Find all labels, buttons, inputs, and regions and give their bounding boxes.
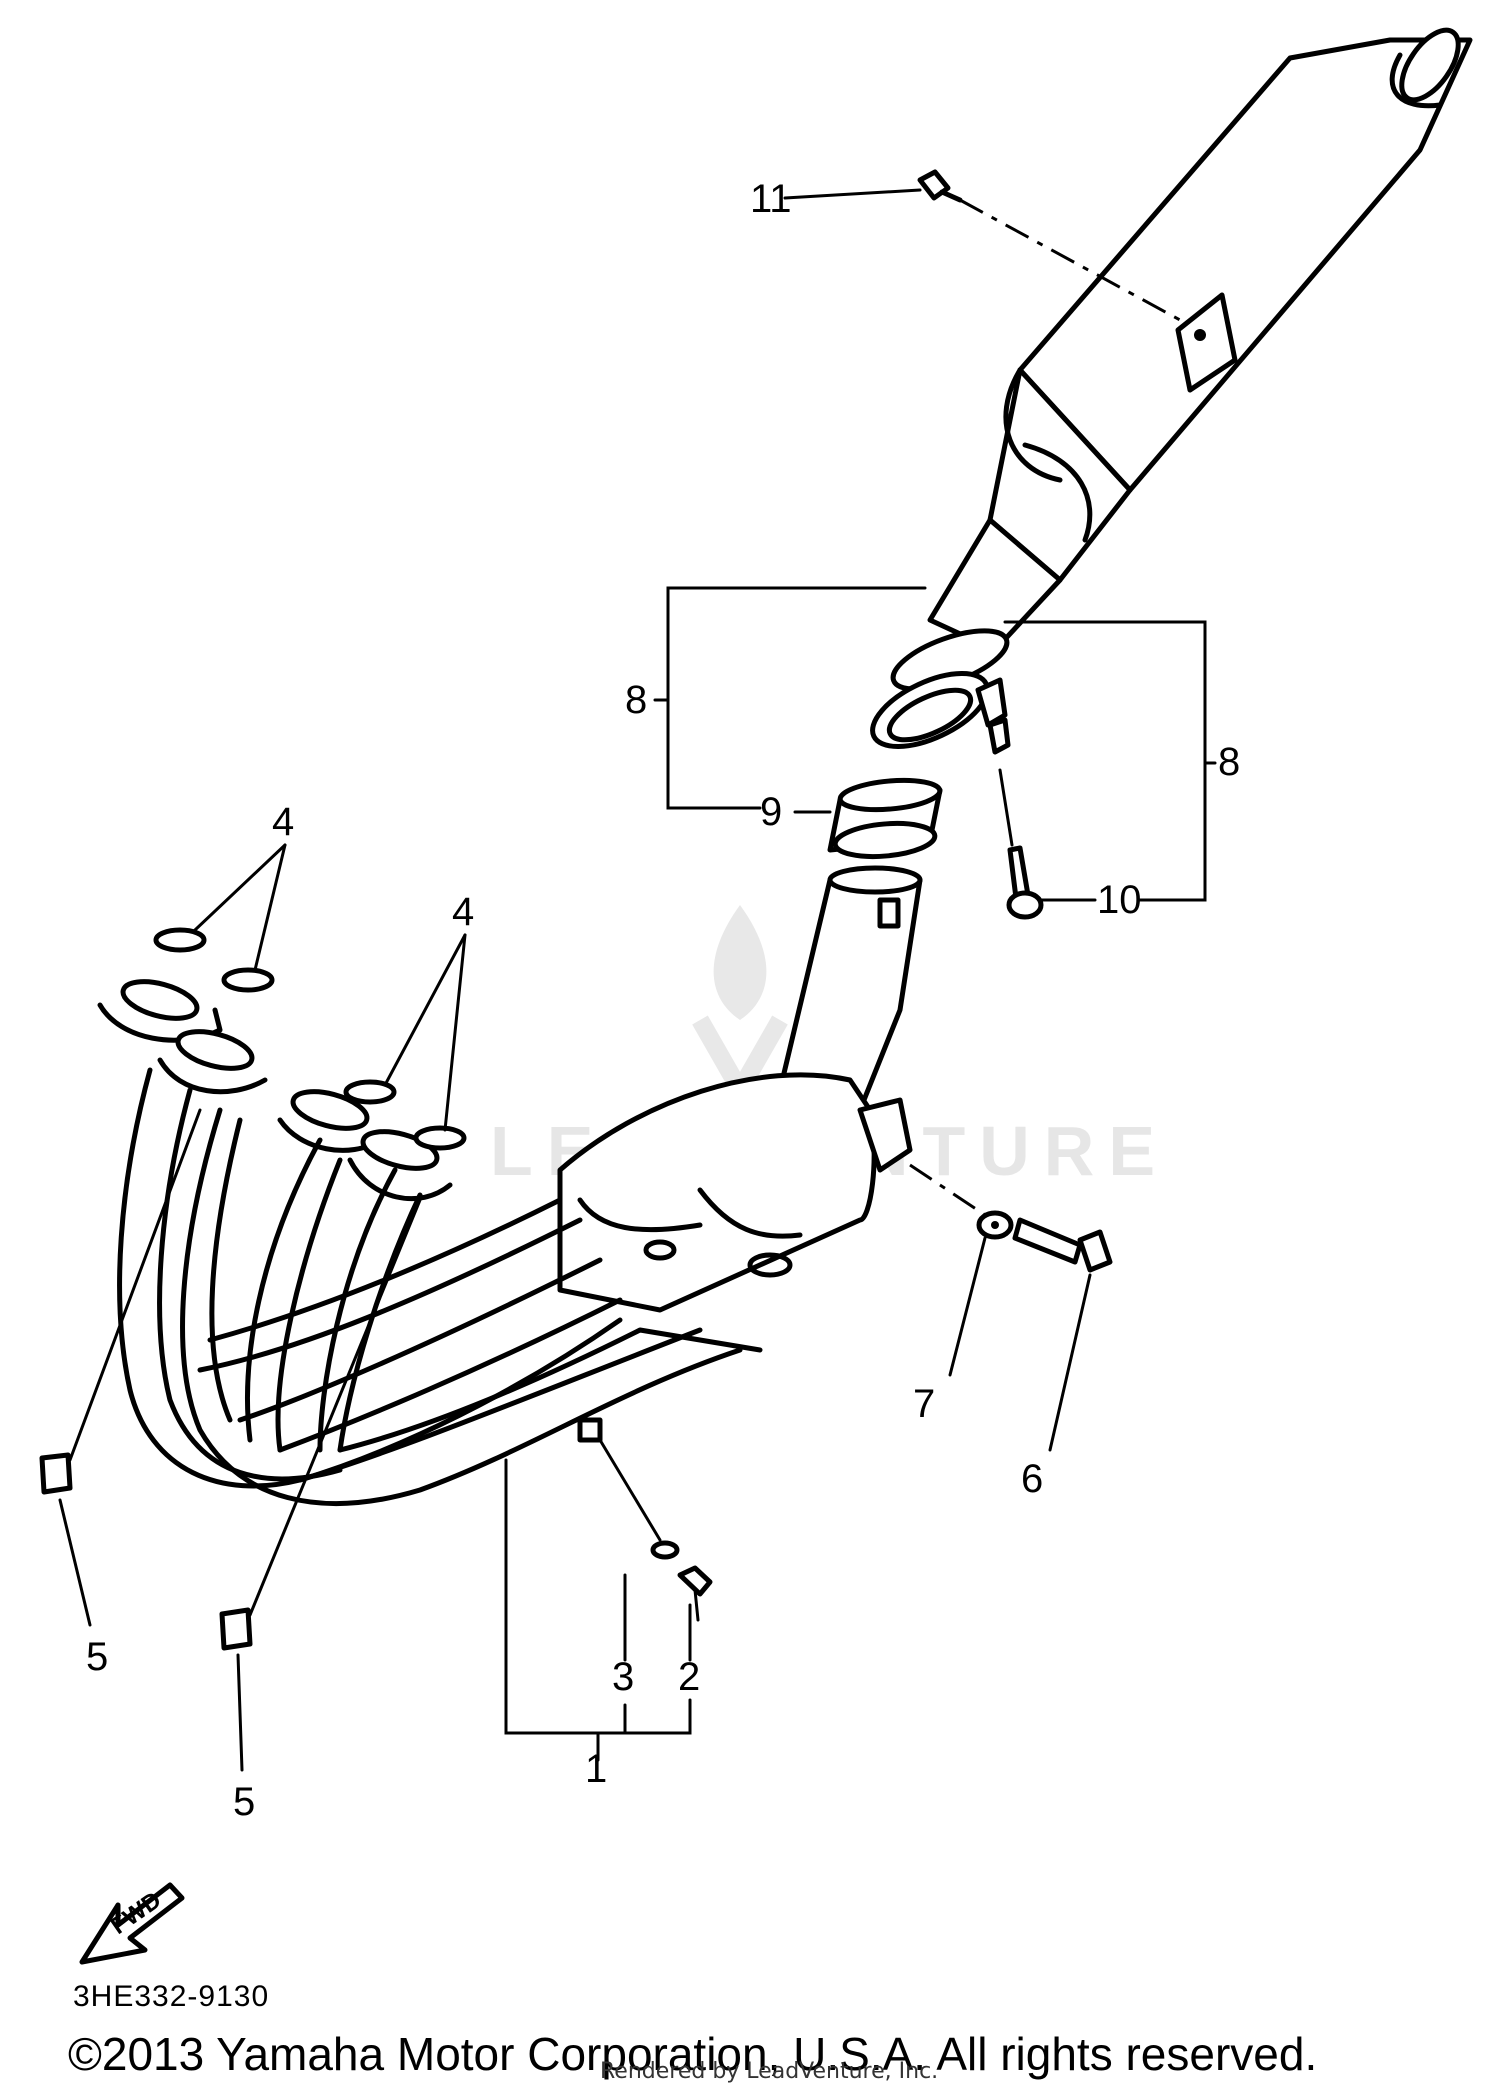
forward-arrow: FWD [79,1882,185,1965]
callout-8a: 8 [625,678,647,722]
exhaust-gaskets [153,843,467,1151]
callout-brackets [504,188,1217,1762]
exhaust-pipe-assembly [97,865,923,1506]
callout-2: 2 [678,1655,700,1699]
callout-7: 7 [913,1382,935,1426]
muffler [927,27,1473,653]
callout-3: 3 [612,1655,634,1699]
callout-9: 9 [760,790,782,834]
bolt-6-washer-7 [909,1163,1113,1452]
muffler-clamp [870,628,1011,755]
callout-5b: 5 [233,1780,255,1824]
header-flanges [97,979,453,1202]
copyright-notice: ©2013 Yamaha Motor Corporation, U.S.A. A… [68,2028,1317,2080]
bolt-11 [917,169,1181,322]
callout-labels: 1 2 3 4 4 5 5 6 7 8 8 9 10 11 [86,177,1240,1824]
rendered-by: Rendered by LeadVenture, Inc. [600,2059,938,2084]
callout-10: 10 [1097,878,1142,922]
callout-5a: 5 [86,1635,108,1679]
callout-4a: 4 [272,800,294,844]
callout-8b: 8 [1218,740,1240,784]
callout-11: 11 [750,177,792,221]
header-nuts [39,1108,422,1772]
bolt-10 [998,768,1044,920]
bolt-2-washer-3 [598,1438,713,1662]
callout-1: 1 [585,1747,607,1791]
diagram-code: 3HE332-9130 [73,1980,269,2013]
callout-4b: 4 [452,890,474,934]
callout-6: 6 [1021,1457,1043,1501]
gasket-9 [827,777,943,860]
